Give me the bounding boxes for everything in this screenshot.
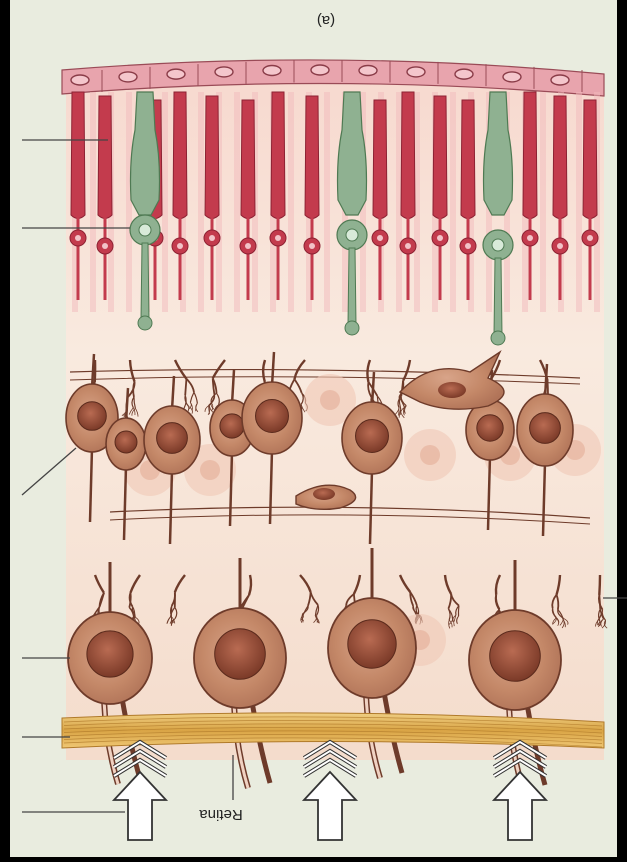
pigment-cell-nucleus — [503, 72, 521, 82]
cone-nucleus — [346, 229, 358, 241]
rod-outer-segment — [305, 96, 319, 219]
rod-nucleolus — [275, 235, 281, 241]
pigment-cell-nucleus — [407, 67, 425, 77]
rod-outer-segment — [523, 92, 537, 219]
pigment-cell-nucleus — [263, 65, 281, 75]
rod-outer-segment — [583, 100, 597, 219]
bipolar-nucleus — [115, 431, 137, 453]
pigment-cell-nucleus — [119, 72, 137, 82]
faint-rod — [162, 92, 168, 312]
rod-outer-segment — [241, 100, 255, 219]
bipolar-nucleus — [256, 400, 289, 433]
bipolar-nucleus — [477, 415, 503, 441]
pigment-cell-nucleus — [359, 65, 377, 75]
faint-rod — [234, 92, 240, 312]
faint-rod — [450, 92, 456, 312]
faint-rod — [540, 92, 546, 312]
bipolar-nucleus — [78, 402, 107, 431]
ganglion-nucleus — [215, 629, 266, 680]
faint-nucleus — [320, 390, 340, 410]
pigment-cell-nucleus — [455, 69, 473, 79]
ganglion-nucleus — [87, 631, 133, 677]
cone-nucleus — [139, 224, 151, 236]
rod-nucleolus — [377, 235, 383, 241]
rod-nucleolus — [465, 243, 471, 249]
ganglion-nucleus — [348, 620, 396, 668]
cone-axon — [141, 243, 149, 320]
rod-nucleolus — [437, 235, 443, 241]
panel-label: (a) — [296, 12, 356, 29]
rod-nucleolus — [557, 243, 563, 249]
cone-pedicle — [345, 321, 359, 335]
rod-nucleolus — [75, 235, 81, 241]
pigment-cell-nucleus — [215, 67, 233, 77]
cone-pedicle — [491, 331, 505, 345]
pigment-cell-nucleus — [71, 75, 89, 85]
rod-nucleolus — [245, 243, 251, 249]
faint-nucleus — [420, 445, 440, 465]
faint-rod — [576, 92, 582, 312]
faint-rod — [90, 92, 96, 312]
rod-outer-segment — [173, 92, 187, 219]
left-border — [0, 0, 10, 857]
cone-pedicle — [138, 316, 152, 330]
rod-outer-segment — [205, 96, 219, 219]
rod-outer-segment — [373, 100, 387, 219]
faint-nucleus — [200, 460, 220, 480]
right-border — [617, 0, 627, 857]
rod-outer-segment — [271, 92, 285, 219]
pigment-cell-nucleus — [167, 69, 185, 79]
cone-axon — [348, 248, 356, 325]
rod-nucleolus — [527, 235, 533, 241]
rod-nucleolus — [587, 235, 593, 241]
rod-nucleolus — [102, 243, 108, 249]
faint-rod — [324, 92, 330, 312]
rod-outer-segment — [98, 96, 112, 219]
ganglion-nucleus — [490, 631, 541, 682]
cone-axon — [494, 258, 502, 335]
rod-outer-segment — [553, 96, 567, 219]
rod-nucleolus — [405, 243, 411, 249]
faint-rod — [198, 92, 204, 312]
rod-outer-segment — [71, 92, 85, 219]
rod-nucleolus — [177, 243, 183, 249]
rod-outer-segment — [401, 92, 415, 219]
bipolar-nucleus — [220, 414, 244, 438]
horizontal-cell-nucleus — [438, 382, 466, 398]
dendrite — [599, 595, 600, 609]
rod-outer-segment — [461, 100, 475, 219]
retina-label: Retina — [176, 806, 266, 823]
rod-outer-segment — [433, 96, 447, 219]
pigment-cell-nucleus — [551, 75, 569, 85]
bipolar-nucleus — [157, 423, 188, 454]
bipolar-nucleus — [356, 420, 389, 453]
faint-rod — [126, 92, 132, 312]
rod-nucleolus — [309, 243, 315, 249]
rod-nucleolus — [209, 235, 215, 241]
pigment-cell-nucleus — [311, 65, 329, 75]
bipolar-nucleus — [530, 413, 561, 444]
cone-nucleus — [492, 239, 504, 251]
amacrine-cell-nucleus — [313, 488, 335, 500]
dendrite — [185, 379, 186, 395]
dendrite — [599, 575, 600, 595]
faint-rod — [288, 92, 294, 312]
